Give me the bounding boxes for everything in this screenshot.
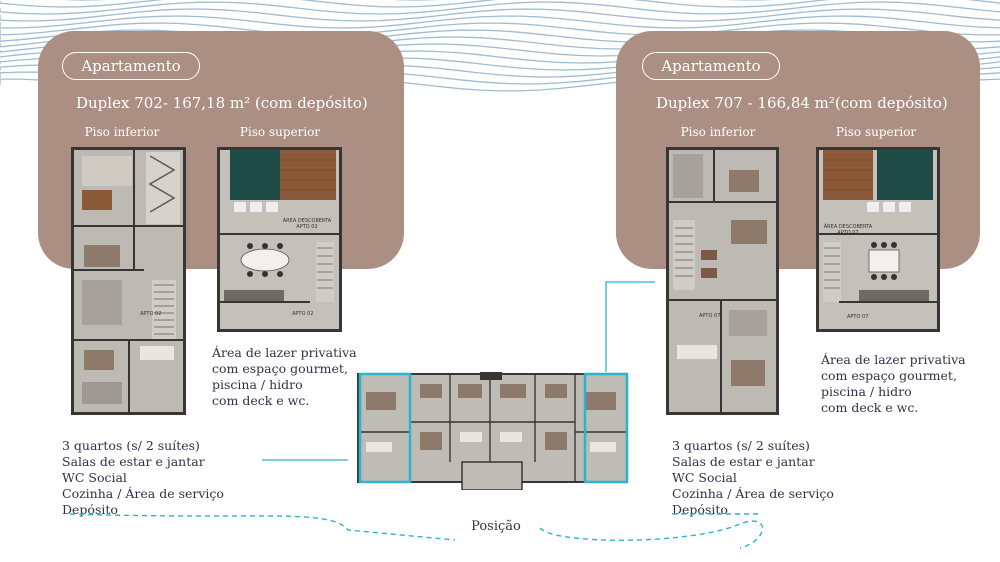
right-upper-floor-label: Piso superior bbox=[835, 125, 917, 139]
right-feature-item: WC Social bbox=[672, 470, 737, 485]
right-leisure-line: com espaço gourmet, bbox=[821, 368, 957, 383]
left-upper-room-label: ÁREA DESCOBERTA APTO 02 bbox=[282, 218, 332, 230]
left-feature-item: 3 quartos (s/ 2 suítes) bbox=[62, 438, 200, 453]
right-lower-floor-label: Piso inferior bbox=[680, 125, 756, 139]
right-leisure-line: com deck e wc. bbox=[821, 400, 919, 415]
left-leisure-line: com espaço gourmet, bbox=[212, 361, 348, 376]
left-apartment-title: Duplex 702- 167,18 m² (com depósito) bbox=[76, 94, 368, 112]
right-upper-plan-drawing bbox=[819, 150, 937, 329]
right-feature-item: Salas de estar e jantar bbox=[672, 454, 815, 469]
right-apartment-badge: Apartamento bbox=[642, 52, 780, 80]
left-feature-item: WC Social bbox=[62, 470, 127, 485]
left-upper-floor-label: Piso superior bbox=[239, 125, 321, 139]
right-features-list: 3 quartos (s/ 2 suítes) Salas de estar e… bbox=[672, 438, 834, 518]
building-overview-plan bbox=[350, 372, 635, 491]
building-overview-drawing bbox=[357, 372, 629, 491]
position-label: Posição bbox=[471, 519, 521, 534]
left-leisure-line: Área de lazer privativa bbox=[212, 345, 357, 360]
right-leisure-line: Área de lazer privativa bbox=[821, 352, 966, 367]
left-lower-plan-drawing bbox=[74, 150, 183, 412]
left-feature-item: Depósito bbox=[62, 502, 118, 517]
right-leisure-line: piscina / hidro bbox=[821, 384, 912, 399]
right-apartment-title: Duplex 707 - 166,84 m²(com depósito) bbox=[656, 94, 948, 112]
left-leisure-description: Área de lazer privativa com espaço gourm… bbox=[212, 345, 357, 409]
left-features-list: 3 quartos (s/ 2 suítes) Salas de estar e… bbox=[62, 438, 224, 518]
left-lower-floor-plan: APTO 02 bbox=[71, 147, 186, 415]
left-upper-plan-drawing bbox=[220, 150, 339, 329]
left-lower-room-label: APTO 02 bbox=[140, 311, 162, 317]
right-feature-item: Cozinha / Área de serviço bbox=[672, 486, 834, 501]
wave-line bbox=[0, 0, 1000, 8]
wave-line bbox=[0, 1, 1000, 15]
left-apartment-badge: Apartamento bbox=[62, 52, 200, 80]
left-lower-floor-label: Piso inferior bbox=[84, 125, 160, 139]
wave-line bbox=[0, 22, 1000, 36]
right-lower-plan-drawing bbox=[669, 150, 776, 412]
right-feature-item: Depósito bbox=[672, 502, 728, 517]
right-leisure-description: Área de lazer privativa com espaço gourm… bbox=[821, 352, 966, 416]
right-upper-area-label: APTO 07 bbox=[847, 314, 869, 320]
left-feature-item: Salas de estar e jantar bbox=[62, 454, 205, 469]
left-feature-item: Cozinha / Área de serviço bbox=[62, 486, 224, 501]
right-upper-floor-plan: ÁREA DESCOBERTA APTO 07 APTO 07 bbox=[816, 147, 940, 332]
right-lower-floor-plan: APTO 07 bbox=[666, 147, 779, 415]
right-lower-room-label: APTO 07 bbox=[699, 313, 721, 319]
wave-line bbox=[0, 15, 1000, 29]
left-upper-area-label: APTO 02 bbox=[292, 311, 314, 317]
right-upper-room-label: ÁREA DESCOBERTA APTO 07 bbox=[823, 224, 873, 236]
right-feature-item: 3 quartos (s/ 2 suítes) bbox=[672, 438, 810, 453]
left-leisure-line: piscina / hidro bbox=[212, 377, 303, 392]
wave-line bbox=[0, 29, 1000, 43]
left-upper-floor-plan: ÁREA DESCOBERTA APTO 02 APTO 02 bbox=[217, 147, 342, 332]
left-leisure-line: com deck e wc. bbox=[212, 393, 310, 408]
wave-line bbox=[0, 8, 1000, 22]
